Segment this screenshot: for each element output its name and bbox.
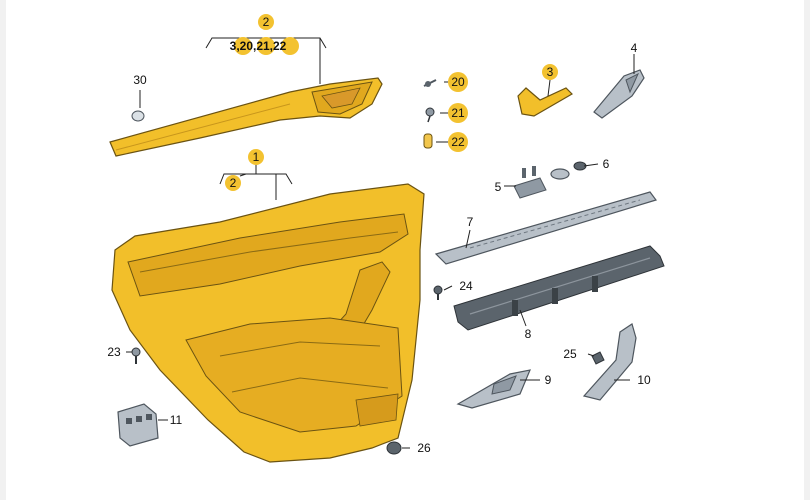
- callout-2a-label: 2: [263, 15, 270, 29]
- callout-7-label: 7: [467, 215, 474, 229]
- part-switch-cover-9[interactable]: [456, 369, 531, 409]
- part-door-trim-panel[interactable]: [111, 183, 425, 463]
- callout-2b-label: 2: [230, 176, 237, 190]
- callout-5-label: 5: [495, 180, 502, 194]
- callout-2a-sub: 3,20,21,22: [230, 37, 299, 55]
- part-trim-strip-10[interactable]: [582, 323, 637, 401]
- callout-21-label: 21: [451, 106, 465, 120]
- callout-1-label: 1: [253, 150, 260, 164]
- callout-25-label: 25: [563, 347, 577, 361]
- callout-10-label: 10: [637, 373, 651, 387]
- part-window-strip-7[interactable]: [434, 191, 657, 265]
- part-seal-rail-8[interactable]: [453, 245, 665, 331]
- callout-21: 21: [448, 103, 468, 123]
- part-cap-4[interactable]: [593, 69, 645, 119]
- part-connector-11[interactable]: [117, 403, 159, 447]
- fastener-22[interactable]: [423, 133, 433, 149]
- fastener-21[interactable]: [425, 107, 435, 123]
- callout-2b: 2: [225, 175, 241, 191]
- callout-4-label: 4: [631, 41, 638, 55]
- callout-24-label: 24: [459, 279, 473, 293]
- callout-30-label: 30: [133, 73, 147, 87]
- callout-20: 20: [448, 72, 468, 92]
- fastener-20[interactable]: [423, 79, 437, 87]
- callout-9-label: 9: [545, 373, 552, 387]
- callout-1: 1: [248, 149, 264, 165]
- callout-2a-sub-label: 3,20,21,22: [230, 39, 287, 53]
- clip-30[interactable]: [131, 110, 145, 122]
- part-upper-trim-strip[interactable]: [109, 77, 383, 157]
- callout-3: 3: [542, 64, 558, 80]
- callout-26-label: 26: [417, 441, 431, 455]
- callout-11-label: 11: [170, 413, 183, 427]
- part-bracket-3[interactable]: [517, 87, 573, 117]
- callout-3-label: 3: [547, 65, 554, 79]
- plug-26[interactable]: [386, 441, 402, 455]
- part-switch-holder-5[interactable]: [513, 166, 547, 199]
- clip-25[interactable]: [591, 351, 605, 365]
- callout-2a: 2: [258, 14, 274, 30]
- callout-22: 22: [448, 132, 468, 152]
- callout-8-label: 8: [525, 327, 532, 341]
- part-cap-nut-6[interactable]: [550, 161, 587, 180]
- callout-20-label: 20: [451, 75, 465, 89]
- callout-23-label: 23: [107, 345, 121, 359]
- screw-23[interactable]: [131, 347, 141, 364]
- callout-6-label: 6: [603, 157, 610, 171]
- callout-22-label: 22: [451, 135, 465, 149]
- screw-24[interactable]: [433, 285, 443, 300]
